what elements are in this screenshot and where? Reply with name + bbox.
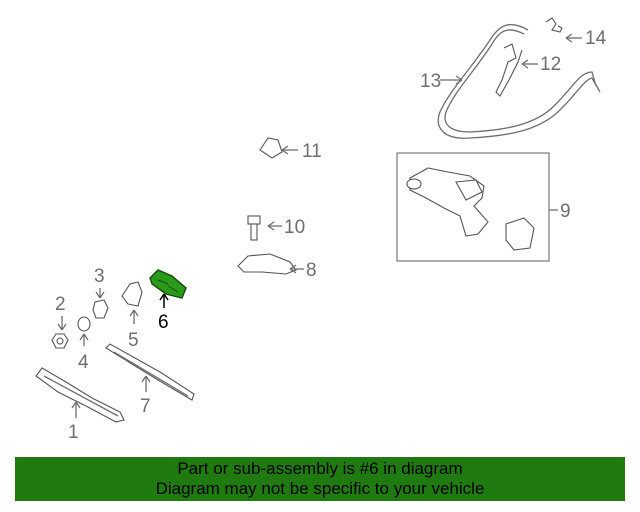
part-12-connector[interactable] — [495, 43, 538, 97]
part-10-bolt[interactable] — [247, 215, 282, 241]
part-3-cap[interactable] — [92, 288, 109, 319]
callout-9: 9 — [560, 201, 571, 222]
parts-diagram: 14 13 12 11 9 10 — [35, 17, 607, 443]
callout-12: 12 — [540, 54, 561, 75]
callout-5: 5 — [128, 330, 139, 351]
info-banner: Part or sub-assembly is #6 in diagram Di… — [15, 457, 625, 501]
part-1-wiper-arm[interactable] — [35, 367, 125, 423]
part-13-hose[interactable] — [437, 23, 601, 139]
callout-3: 3 — [94, 266, 105, 287]
callout-6: 6 — [158, 312, 169, 333]
part-7-wiper-blade[interactable] — [105, 343, 195, 401]
part-2-nut[interactable] — [51, 316, 69, 349]
part-8-seal[interactable] — [237, 253, 304, 275]
callout-10: 10 — [284, 217, 305, 238]
callout-2: 2 — [55, 294, 66, 315]
part-11-cap[interactable] — [259, 137, 298, 159]
callout-11: 11 — [302, 141, 322, 162]
banner-line-1: Part or sub-assembly is #6 in diagram — [177, 459, 463, 478]
callout-7: 7 — [140, 396, 151, 417]
callout-8: 8 — [306, 260, 317, 281]
callout-4: 4 — [78, 352, 89, 373]
part-14-clip[interactable] — [545, 17, 582, 43]
callout-13: 13 — [420, 71, 441, 92]
part-5-cover[interactable] — [121, 281, 143, 324]
callout-14: 14 — [585, 28, 607, 49]
banner-line-2: Diagram may not be specific to your vehi… — [155, 479, 485, 498]
part-9-motor-assembly[interactable] — [396, 152, 558, 262]
callout-1: 1 — [68, 422, 79, 443]
part-6-highlighted[interactable] — [149, 269, 187, 308]
part-4-washer[interactable] — [77, 316, 91, 346]
